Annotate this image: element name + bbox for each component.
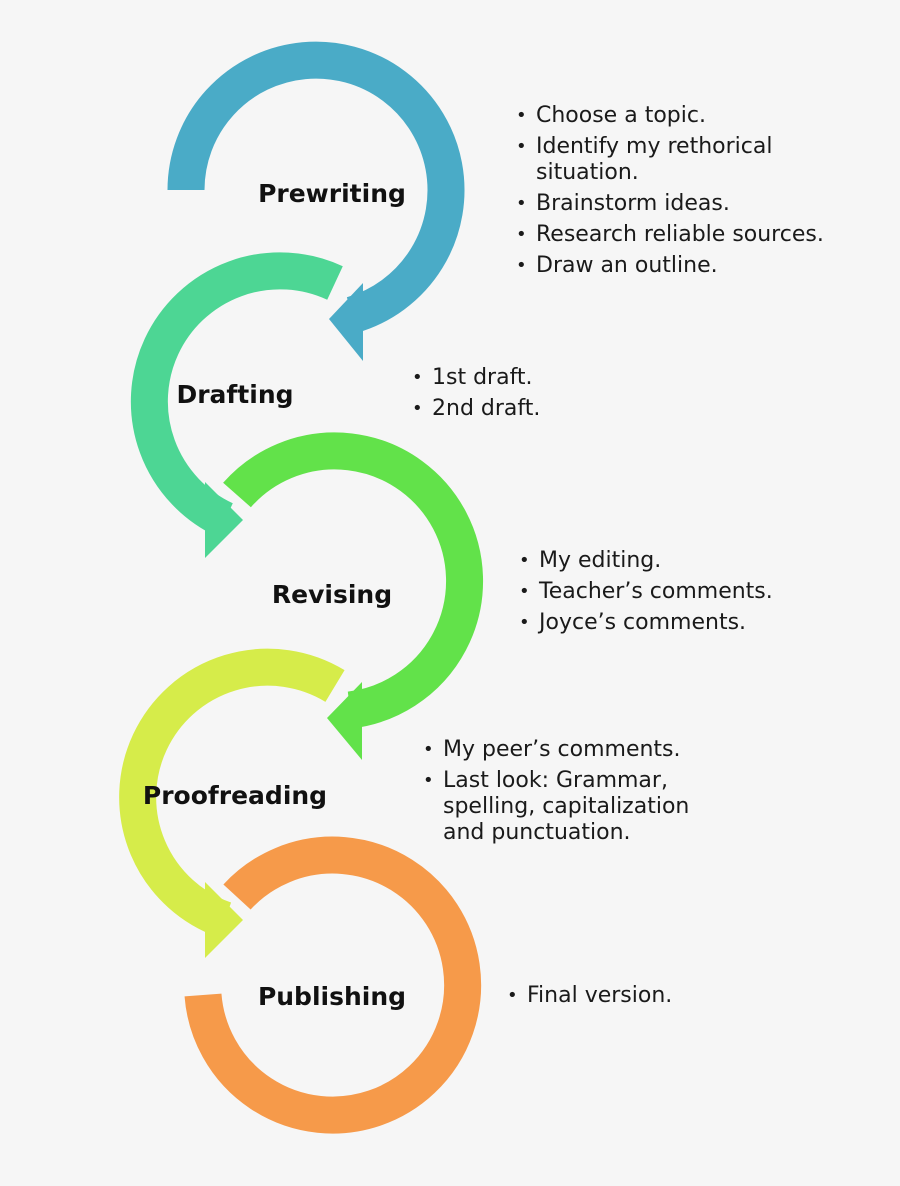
stage-label-revising: Revising [272, 580, 392, 609]
proofreading-arrowhead [205, 882, 243, 958]
note-item: 2nd draft. [412, 396, 662, 422]
stage-label-proofreading: Proofreading [143, 781, 327, 810]
stage-publishing [184, 836, 482, 1134]
note-item: Joyce’s comments. [519, 610, 819, 636]
note-item: Brainstorm ideas. [516, 191, 846, 217]
note-item: My peer’s comments. [423, 737, 713, 763]
drafting-notes: 1st draft. 2nd draft. [412, 365, 662, 427]
proofreading-notes: My peer’s comments. Last look: Grammar, … [423, 737, 713, 851]
stage-prewriting [167, 41, 465, 361]
note-item: Draw an outline. [516, 253, 846, 279]
revising-arc [223, 432, 484, 729]
stage-label-publishing: Publishing [258, 982, 406, 1011]
stage-proofreading [119, 648, 345, 958]
prewriting-notes: Choose a topic. Identify my rethorical s… [516, 103, 846, 284]
note-item: Last look: Grammar, spelling, capitaliza… [423, 768, 713, 846]
stage-label-prewriting: Prewriting [258, 179, 406, 208]
note-item: Final version. [507, 983, 747, 1009]
drafting-arc [130, 252, 343, 537]
revising-arrowhead [327, 682, 362, 760]
revising-notes: My editing. Teacher’s comments. Joyce’s … [519, 548, 819, 641]
note-item: Research reliable sources. [516, 222, 846, 248]
note-item: Choose a topic. [516, 103, 846, 129]
prewriting-arrowhead [329, 283, 363, 361]
publishing-arc [184, 836, 482, 1134]
proofreading-arc [119, 648, 345, 938]
prewriting-arc [167, 41, 465, 333]
stage-drafting [130, 252, 343, 558]
stage-label-drafting: Drafting [176, 380, 293, 409]
note-item: Identify my rethorical situation. [516, 134, 846, 186]
drafting-arrowhead [205, 482, 243, 558]
note-item: Teacher’s comments. [519, 579, 819, 605]
publishing-notes: Final version. [507, 983, 747, 1014]
note-item: My editing. [519, 548, 819, 574]
stage-revising [223, 432, 484, 760]
note-item: 1st draft. [412, 365, 662, 391]
